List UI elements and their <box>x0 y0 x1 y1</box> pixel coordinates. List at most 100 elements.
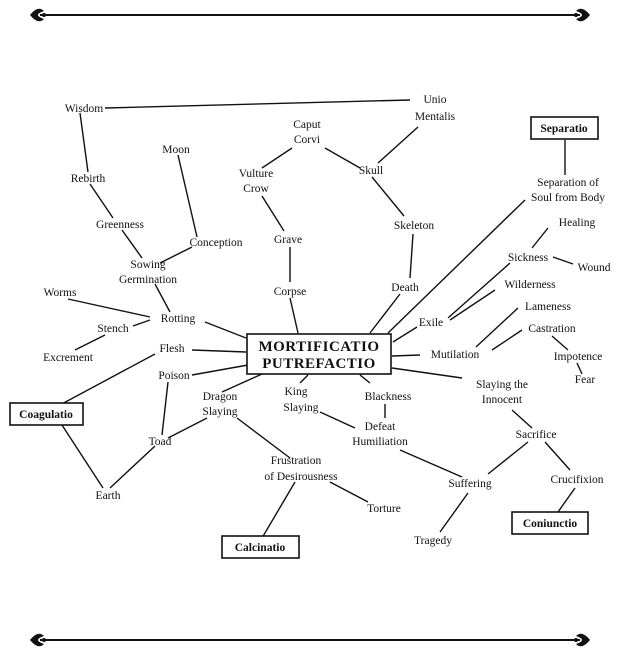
term-wound: Wound <box>578 262 611 274</box>
term-crucifixion: Crucifixion <box>550 474 603 486</box>
central-term-putrefactio: PUTREFACTIO <box>262 356 376 372</box>
edge-wilderness-exile <box>450 290 495 320</box>
edge-toad-dragon <box>168 418 207 438</box>
edge-skull-skeleton <box>372 177 404 216</box>
term-excrement: Excrement <box>43 352 94 364</box>
term-separation-line2: Soul from Body <box>531 192 605 204</box>
term-toad: Toad <box>149 436 172 448</box>
term-corvi: Corvi <box>294 134 320 146</box>
term-rotting: Rotting <box>161 313 196 325</box>
edge-flesh-center <box>192 350 246 352</box>
edge-vulture-grave <box>262 196 284 231</box>
term-skeleton: Skeleton <box>394 220 434 232</box>
edge-lameness-mutilation <box>476 308 518 347</box>
term-wisdom: Wisdom <box>65 103 104 115</box>
term-moon: Moon <box>162 144 190 156</box>
term-impotence: Impotence <box>554 351 603 363</box>
coagulatio-box-label: Coagulatio <box>19 409 73 421</box>
edge-suffering-tragedy <box>440 493 468 532</box>
edge-castration-mutilation <box>492 330 522 350</box>
edge-king-center <box>300 375 308 383</box>
edge-unio-skull <box>378 127 418 163</box>
edge-caput-skull <box>325 148 360 168</box>
edge-rebirth-greenness <box>90 184 113 218</box>
term-blackness: Blackness <box>365 391 412 403</box>
term-suffering: Suffering <box>448 478 491 490</box>
term-caput: Caput <box>293 119 321 131</box>
edge-sacrifice-suffering <box>488 442 528 474</box>
term-castration: Castration <box>528 323 576 335</box>
edge-king-defeat <box>320 412 355 428</box>
term-king-slaying: Slaying <box>283 402 318 414</box>
edge-impotence-fear <box>577 363 582 374</box>
term-slaying-the: Slaying the <box>476 379 528 391</box>
edge-blackness-center <box>360 375 370 383</box>
edge-sickness-exile <box>448 263 510 318</box>
edge-defeat-suffering <box>400 450 462 477</box>
coniunctio-box-label: Coniunctio <box>523 518 578 530</box>
term-sowing: Sowing <box>130 259 165 271</box>
term-mentalis: Mentalis <box>415 111 456 123</box>
edge-poison-center <box>192 365 248 375</box>
term-fear: Fear <box>575 374 596 386</box>
edge-worms-rotting <box>68 299 150 317</box>
edge-excrement-stench <box>75 335 105 350</box>
edge-sickness-wound <box>553 257 573 264</box>
edge-corpse-center <box>290 298 298 333</box>
edge-wisdom-unio <box>105 100 410 108</box>
term-frustration: Frustration <box>271 455 322 467</box>
edge-wisdom-rebirth <box>80 113 88 172</box>
term-separation-line1: Separation of <box>537 177 599 189</box>
term-death: Death <box>391 282 419 294</box>
term-corpse: Corpse <box>274 286 307 298</box>
edge-dragon-center <box>222 374 262 392</box>
edge-death-center <box>370 294 400 333</box>
term-conception: Conception <box>189 237 242 249</box>
term-exile: Exile <box>419 317 443 329</box>
edge-stench-rotting <box>133 320 150 326</box>
term-mutilation: Mutilation <box>431 349 480 361</box>
term-vulture: Vulture <box>239 168 273 180</box>
top-ornamental-rule <box>30 9 590 22</box>
term-stench: Stench <box>97 323 129 335</box>
term-lameness: Lameness <box>525 301 572 313</box>
term-dragon-slaying: Slaying <box>202 406 237 418</box>
term-tragedy: Tragedy <box>414 535 452 547</box>
edge-toad-earth <box>110 446 155 488</box>
term-poison: Poison <box>158 370 190 382</box>
edge-caput-vulture <box>262 148 292 168</box>
edge-frustration-torture <box>330 482 368 502</box>
edge-frustration-calcinatio <box>262 482 295 538</box>
term-dragon: Dragon <box>203 391 238 403</box>
term-skull: Skull <box>359 165 383 177</box>
edge-sacrifice-crucifixion <box>545 442 570 470</box>
term-defeat: Defeat <box>365 421 396 433</box>
term-sickness: Sickness <box>508 252 549 264</box>
edge-exile-center <box>393 327 417 342</box>
edge-moon-conception <box>178 155 197 237</box>
separatio-box-label: Separatio <box>540 123 588 135</box>
term-flesh: Flesh <box>160 343 185 355</box>
term-crow: Crow <box>243 183 269 195</box>
edge-coagulatio-earth <box>60 422 103 488</box>
edge-crucifixion-coniunctio <box>558 488 575 512</box>
term-rebirth: Rebirth <box>71 173 106 185</box>
term-worms: Worms <box>44 287 77 299</box>
edge-skeleton-death <box>410 234 413 278</box>
central-term-mortificatio: MORTIFICATIO <box>258 339 379 355</box>
edge-castration-impotence <box>552 336 568 350</box>
diagram-terms: Wisdom Unio Mentalis Caput Corvi Moon Sk… <box>43 94 611 547</box>
edge-sowing-rotting <box>155 284 170 312</box>
term-torture: Torture <box>367 503 401 515</box>
term-sacrifice: Sacrifice <box>516 429 557 441</box>
edge-greenness-sowing <box>122 230 142 258</box>
term-healing: Healing <box>559 217 596 229</box>
edge-slaying-innocent-center <box>392 368 462 378</box>
term-of-desirousness: of Desirousness <box>264 471 338 483</box>
term-humiliation: Humiliation <box>352 436 408 448</box>
term-king: King <box>285 386 308 398</box>
edge-slaying-innocent-sacrifice <box>512 410 532 428</box>
term-unio: Unio <box>424 94 447 106</box>
term-wilderness: Wilderness <box>504 279 556 291</box>
